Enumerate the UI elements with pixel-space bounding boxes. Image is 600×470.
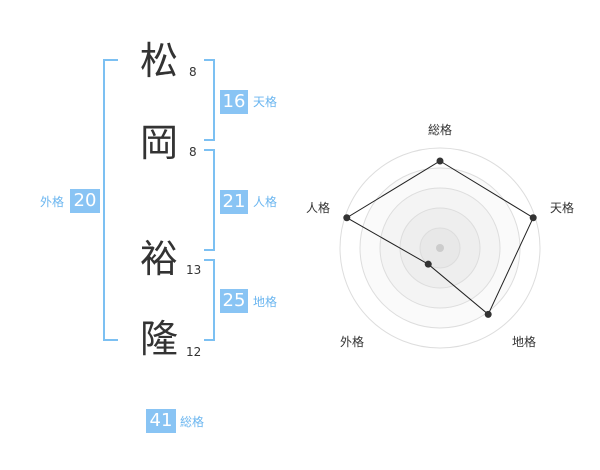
outer-bracket [103, 59, 118, 341]
gai-label: 外格 [40, 195, 65, 209]
so-label: 総格 [180, 415, 205, 429]
radar-center-dot [436, 244, 444, 252]
chi-value: 25 [220, 289, 248, 313]
ten-value: 16 [220, 90, 248, 114]
stroke-count-1: 8 [189, 65, 197, 79]
gai-value: 20 [70, 189, 100, 213]
chi-label: 地格 [253, 295, 278, 309]
radar-shape [345, 160, 534, 316]
radar-axis-label-chi: 地格 [512, 334, 536, 349]
radar-point-0 [436, 157, 444, 165]
stroke-count-4: 12 [186, 345, 202, 359]
chi-bracket [204, 259, 215, 341]
jin-bracket [204, 149, 215, 251]
name-char-1: 松 [140, 39, 179, 83]
ten-label: 天格 [253, 95, 278, 109]
stroke-count-2: 8 [189, 145, 197, 159]
ten-bracket [204, 59, 215, 141]
radar-axis-label-gai: 外格 [340, 334, 364, 349]
radar-point-2 [484, 310, 492, 318]
radar-point-1 [529, 214, 537, 222]
radar-axis-label-so: 総格 [428, 122, 452, 137]
radar-point-3 [424, 260, 432, 268]
name-char-2: 岡 [140, 121, 179, 165]
stroke-count-3: 13 [186, 263, 202, 277]
radar-points [343, 157, 537, 318]
jin-label: 人格 [253, 195, 278, 209]
so-value: 41 [146, 409, 176, 433]
name-char-4: 隆 [140, 317, 179, 361]
radar-point-4 [343, 214, 351, 222]
name-char-3: 裕 [140, 237, 179, 281]
radar-axis-label-jin: 人格 [306, 200, 330, 215]
radar-axis-label-ten: 天格 [550, 200, 574, 215]
jin-value: 21 [220, 190, 248, 214]
